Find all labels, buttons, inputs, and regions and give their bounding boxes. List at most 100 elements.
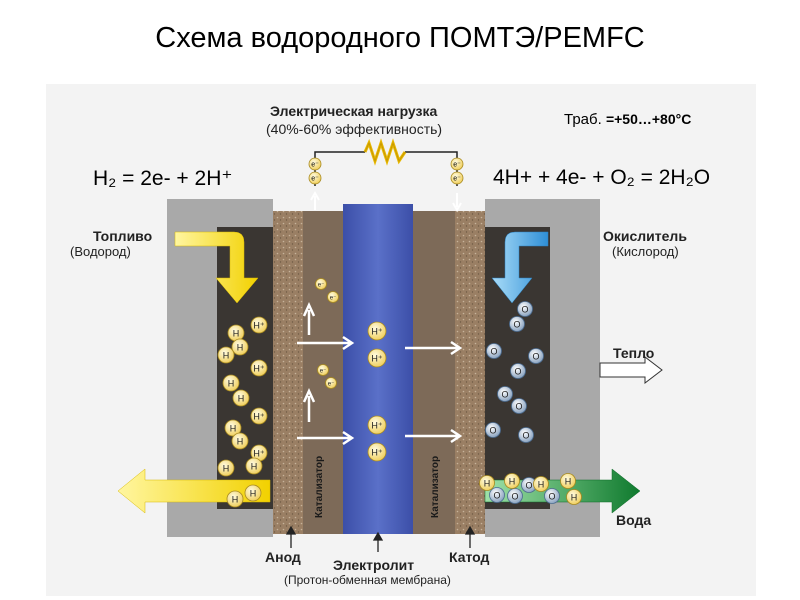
water-oxygen-atom: O xyxy=(489,487,505,503)
proton-particle: H⁺ xyxy=(250,316,268,334)
svg-text:H: H xyxy=(238,394,245,404)
electron-particle: e⁻ xyxy=(327,291,339,303)
load-label: Электрическая нагрузка xyxy=(270,103,438,119)
circuit-wire-left xyxy=(314,151,365,186)
svg-text:H⁺: H⁺ xyxy=(371,354,382,364)
page-title: Схема водородного ПОМТЭ/PEMFC xyxy=(155,22,645,54)
cathode-label: Катод xyxy=(449,549,490,565)
electron-terminal-left xyxy=(308,157,322,185)
electron-terminal-label: e⁻ xyxy=(453,176,461,183)
hydrogen-atom: H xyxy=(244,484,262,502)
svg-text:O: O xyxy=(493,491,500,501)
anode-plate-bottom xyxy=(167,509,273,537)
load-efficiency: (40%-60% эффективность) xyxy=(266,121,443,137)
svg-text:H: H xyxy=(251,462,258,472)
svg-text:O: O xyxy=(511,492,518,502)
temperature-value: =+50…+80°C xyxy=(605,111,692,127)
electron-terminal-right xyxy=(450,157,464,185)
hydrogen-atom: H xyxy=(217,459,235,477)
electron-terminal-label: e⁻ xyxy=(311,162,319,169)
svg-text:H⁺: H⁺ xyxy=(253,412,264,422)
svg-text:H: H xyxy=(237,343,244,353)
electron-terminal-label: e⁻ xyxy=(453,162,461,169)
svg-text:H: H xyxy=(228,379,235,389)
svg-text:H: H xyxy=(230,424,237,434)
anode-plate-top xyxy=(167,199,273,227)
svg-text:H: H xyxy=(250,489,257,499)
fuel-sublabel: (Водород) xyxy=(70,244,131,259)
label-pointer-arrows xyxy=(285,525,476,552)
svg-text:O: O xyxy=(548,492,555,502)
svg-text:H⁺: H⁺ xyxy=(371,448,382,458)
anode-plate-left xyxy=(167,227,217,509)
oxygen-atom: O xyxy=(511,398,527,414)
svg-text:O: O xyxy=(489,426,496,436)
svg-text:O: O xyxy=(514,367,521,377)
svg-text:O: O xyxy=(490,347,497,357)
temperature-readout: Траб. =+50…+80°C xyxy=(564,111,691,128)
anode-label: Анод xyxy=(265,549,301,565)
oxygen-atom: O xyxy=(517,301,533,317)
svg-text:e⁻: e⁻ xyxy=(330,296,337,302)
svg-text:H⁺: H⁺ xyxy=(371,421,382,431)
hydrogen-atom: H xyxy=(231,432,249,450)
electron-particle: e⁻ xyxy=(315,278,327,290)
water-hydrogen-atom: H xyxy=(504,473,520,489)
fuel-inlet-arrow xyxy=(174,231,259,304)
membrane-label: (Протон-обменная мембрана) xyxy=(284,573,451,587)
anode-catalyst-layer xyxy=(273,211,303,534)
svg-text:e⁻: e⁻ xyxy=(328,382,335,388)
cathode-plate-bottom xyxy=(485,509,600,537)
electrolyte-membrane xyxy=(343,204,413,534)
proton-particle: H⁺ xyxy=(367,415,387,435)
proton-particle: H⁺ xyxy=(367,321,387,341)
hydrogen-atom: H xyxy=(226,490,244,508)
electron-terminal-label: e⁻ xyxy=(311,176,319,183)
cathode-plate-top xyxy=(485,199,600,227)
svg-text:H: H xyxy=(571,493,578,503)
proton-particle: H⁺ xyxy=(367,442,387,462)
hydrogen-atom: H xyxy=(245,457,263,475)
hydrogen-atom: H xyxy=(222,374,240,392)
svg-text:H: H xyxy=(233,329,240,339)
svg-text:O: O xyxy=(525,481,532,491)
oxidant-sublabel: (Кислород) xyxy=(612,244,679,259)
hydrogen-atom: H xyxy=(217,346,235,364)
hydrogen-atom: H xyxy=(232,389,250,407)
water-oxygen-atom: O xyxy=(507,488,523,504)
svg-text:O: O xyxy=(515,402,522,412)
svg-text:O: O xyxy=(521,305,528,315)
svg-text:H: H xyxy=(237,437,244,447)
proton-particle: H⁺ xyxy=(250,359,268,377)
svg-text:H: H xyxy=(484,479,491,489)
hydrogen-atom: H xyxy=(224,419,242,437)
hydrogen-atom: H xyxy=(227,324,245,342)
svg-text:H⁺: H⁺ xyxy=(253,364,264,374)
cathode-equation: 4H+ + 4e- + O₂ = 2H₂O xyxy=(493,166,711,189)
svg-text:O: O xyxy=(522,431,529,441)
water-oxygen-atom: O xyxy=(544,488,560,504)
electron-out-arrow xyxy=(310,190,320,210)
electron-particle: e⁻ xyxy=(317,364,329,376)
anode-equation: H₂ = 2e- + 2H⁺ xyxy=(93,167,233,190)
cathode-plate-right xyxy=(550,227,600,509)
svg-text:H⁺: H⁺ xyxy=(371,327,382,337)
fuel-label: Топливо xyxy=(93,228,153,244)
svg-text:H⁺: H⁺ xyxy=(253,449,264,459)
proton-flow-arrows xyxy=(297,301,463,446)
oxidant-inlet-arrow xyxy=(491,231,549,304)
svg-text:H: H xyxy=(223,351,230,361)
temperature-prefix: Траб. xyxy=(564,111,602,128)
resistor-load xyxy=(363,138,407,166)
catalyst-label-right: Катализатор xyxy=(430,455,441,518)
electron-in-arrow xyxy=(452,193,462,213)
svg-text:e⁻: e⁻ xyxy=(318,283,325,289)
heat-label: Тепло xyxy=(613,345,655,361)
svg-text:H: H xyxy=(509,477,516,487)
svg-text:e⁻: e⁻ xyxy=(320,369,327,375)
heat-arrow xyxy=(599,355,663,385)
circuit-wire-right xyxy=(405,151,458,186)
oxygen-atom: O xyxy=(486,343,502,359)
oxygen-atom: O xyxy=(485,422,501,438)
